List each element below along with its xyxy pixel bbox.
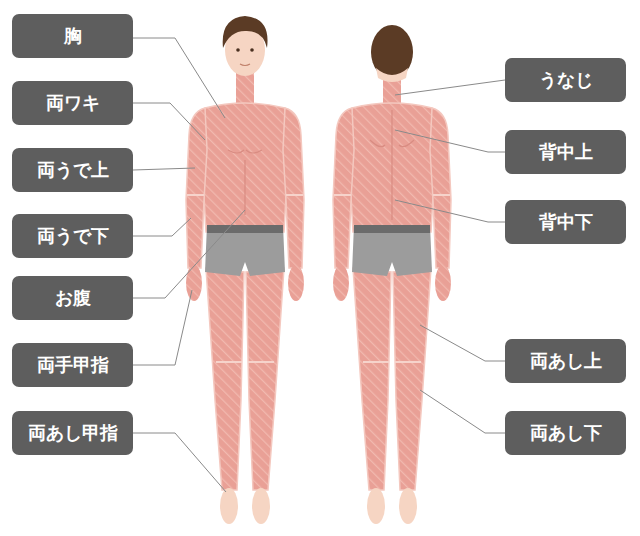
label-text: お腹 [55,287,91,309]
label-box: 両ワキ [12,81,133,125]
label-box: お腹 [12,276,133,320]
label-text: 背中下 [539,211,593,233]
label-text: 胸 [64,25,82,47]
label-box: 背中下 [505,200,626,244]
label-box: 背中上 [505,130,626,174]
label-box: 両うで上 [12,148,133,192]
label-text: 両手甲指 [37,354,109,376]
label-text: 両うで下 [37,225,109,247]
leader-lines [133,38,505,492]
label-box: うなじ [505,58,626,102]
label-box: 両あし下 [505,411,626,455]
label-text: うなじ [539,69,593,91]
label-box: 胸 [12,14,133,58]
label-text: 両うで上 [37,159,109,181]
label-box: 両あし上 [505,339,626,383]
label-text: 両あし下 [530,422,602,444]
label-text: 両あし上 [530,350,602,372]
label-text: 背中上 [539,141,593,163]
label-box: 両手甲指 [12,343,133,387]
label-box: 両うで下 [12,214,133,258]
label-text: 両あし甲指 [28,422,118,444]
label-box: 両あし甲指 [12,411,133,455]
label-text: 両ワキ [46,92,100,114]
